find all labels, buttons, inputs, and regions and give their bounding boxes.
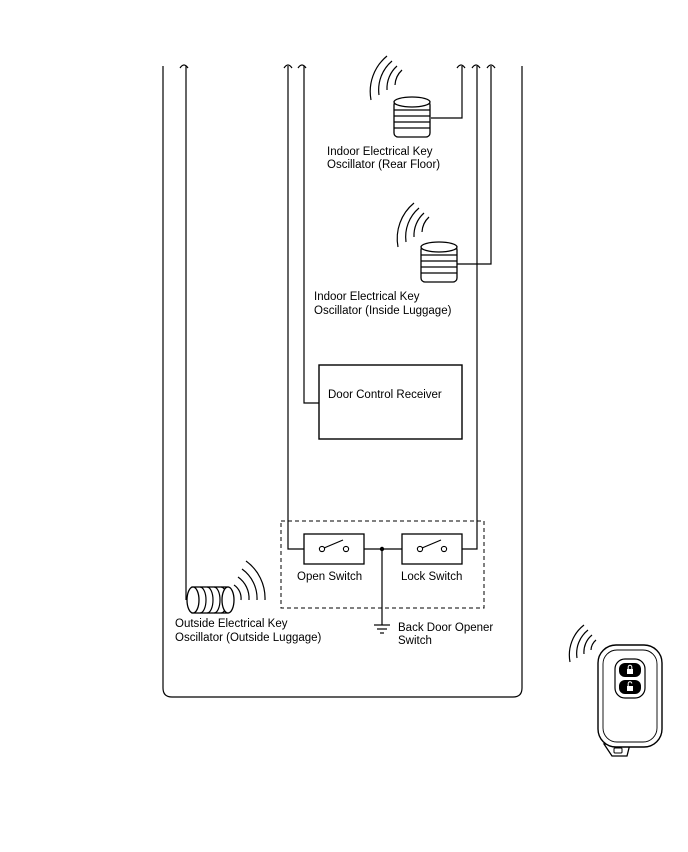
lock-switch-label: Lock Switch [401, 571, 462, 583]
ground-symbol-icon [374, 624, 390, 634]
junction-dot [379, 546, 385, 552]
vehicle-outline [162, 66, 523, 698]
outside-oscillator-label-line2: Oscillator (Outside Luggage) [175, 632, 322, 644]
wire-break-marks [179, 64, 496, 69]
door-control-receiver: Door Control Receiver [318, 364, 463, 440]
oscillator-coil-icon [186, 586, 235, 614]
inside-luggage-oscillator: Indoor Electrical Key Oscillator (Inside… [314, 202, 458, 317]
unlock-icon [627, 681, 633, 691]
radio-wave-icon [233, 560, 266, 601]
radio-wave-icon [369, 55, 403, 101]
outside-oscillator-label-line1: Outside Electrical Key [175, 618, 288, 630]
oscillator-coil-icon [420, 241, 458, 283]
lock-switch: Lock Switch [401, 533, 463, 583]
lock-icon [627, 664, 633, 674]
open-switch-label: Open Switch [297, 571, 362, 583]
smart-key-fob [568, 624, 663, 757]
rear-floor-label-line2: Oscillator (Rear Floor) [327, 159, 440, 171]
door-control-receiver-label: Door Control Receiver [328, 389, 442, 401]
back-door-opener-switch: Open Switch Lock Switch Back Door Opener… [280, 520, 493, 647]
back-door-switch-label-line1: Back Door Opener [398, 622, 493, 634]
radio-wave-icon [568, 624, 597, 663]
rear-floor-oscillator: Indoor Electrical Key Oscillator (Rear F… [327, 55, 440, 171]
switch-assembly-boundary [280, 520, 485, 609]
radio-wave-icon [396, 202, 430, 248]
inside-luggage-label-line1: Indoor Electrical Key [314, 291, 420, 303]
wire-harness [185, 66, 492, 625]
outside-luggage-oscillator: Outside Electrical Key Oscillator (Outsi… [175, 560, 322, 644]
oscillator-coil-icon [393, 96, 431, 138]
open-switch: Open Switch [297, 533, 365, 583]
back-door-switch-label-line2: Switch [398, 635, 432, 647]
rear-floor-label-line1: Indoor Electrical Key [327, 146, 433, 158]
inside-luggage-label-line2: Oscillator (Inside Luggage) [314, 305, 452, 317]
